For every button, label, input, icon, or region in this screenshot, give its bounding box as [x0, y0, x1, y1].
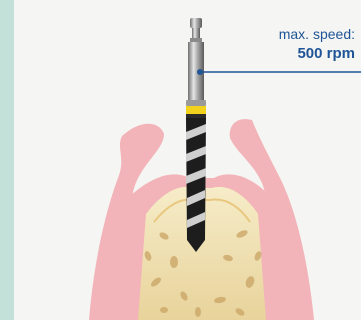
- speed-callout: max. speed: 500 rpm: [279, 26, 355, 63]
- band-border: [186, 114, 206, 118]
- callout-value: 500 rpm: [279, 45, 355, 63]
- illustration-panel: max. speed: 500 rpm: [14, 0, 361, 320]
- callout-label: max. speed:: [279, 26, 355, 43]
- drill-shank: [186, 18, 206, 106]
- drill-flutes: [186, 118, 206, 252]
- callout-leader: [197, 69, 361, 75]
- depth-marker-band: [186, 106, 206, 114]
